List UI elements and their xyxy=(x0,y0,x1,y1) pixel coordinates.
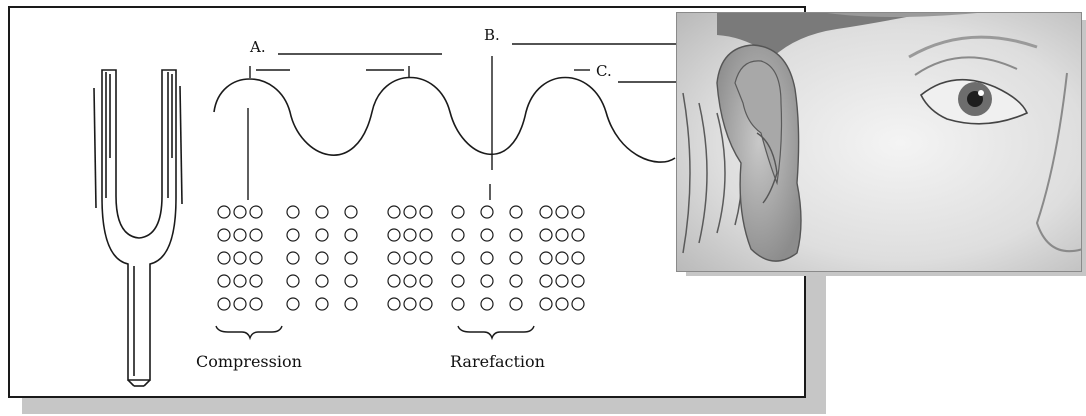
air-particle xyxy=(510,298,522,310)
air-particle xyxy=(556,206,568,218)
air-particle xyxy=(234,298,246,310)
air-particle xyxy=(510,252,522,264)
air-particle xyxy=(316,206,328,218)
air-particle xyxy=(287,229,299,241)
air-particle xyxy=(287,275,299,287)
air-particle xyxy=(218,206,230,218)
air-particle xyxy=(452,206,464,218)
rarefaction-label: Rarefaction xyxy=(450,352,545,371)
label-a: A. xyxy=(250,38,266,56)
air-particle xyxy=(345,252,357,264)
air-particle xyxy=(345,275,357,287)
air-particle xyxy=(404,252,416,264)
air-particle xyxy=(540,298,552,310)
air-particle xyxy=(250,275,262,287)
crest-marker xyxy=(574,70,678,82)
amplitude-marker xyxy=(490,44,678,200)
air-particle xyxy=(404,298,416,310)
air-particle xyxy=(540,229,552,241)
face-drawing xyxy=(677,13,1082,272)
air-particle xyxy=(388,298,400,310)
air-particle xyxy=(572,206,584,218)
air-particle xyxy=(420,298,432,310)
air-particle xyxy=(404,275,416,287)
air-particle xyxy=(452,229,464,241)
rarefaction-brace xyxy=(458,326,534,338)
air-particle xyxy=(250,229,262,241)
air-particle xyxy=(234,252,246,264)
air-particle xyxy=(481,206,493,218)
air-particle xyxy=(572,252,584,264)
air-particle xyxy=(218,298,230,310)
air-particle xyxy=(250,298,262,310)
air-particle xyxy=(316,229,328,241)
air-particle xyxy=(234,275,246,287)
air-particle xyxy=(234,229,246,241)
air-particle xyxy=(287,298,299,310)
air-particle xyxy=(481,275,493,287)
air-particle xyxy=(556,229,568,241)
wavelength-marker xyxy=(250,54,442,78)
air-particle xyxy=(556,252,568,264)
air-particle xyxy=(452,275,464,287)
air-particle xyxy=(510,229,522,241)
label-b: B. xyxy=(484,26,500,44)
air-particle xyxy=(250,252,262,264)
air-particle xyxy=(572,229,584,241)
air-particle xyxy=(234,206,246,218)
tuning-fork-icon xyxy=(94,70,182,386)
air-particle-grid xyxy=(218,206,584,310)
air-particle xyxy=(556,298,568,310)
air-particle xyxy=(388,252,400,264)
air-particle xyxy=(218,229,230,241)
air-particle xyxy=(287,252,299,264)
air-particle xyxy=(510,206,522,218)
compression-label: Compression xyxy=(196,352,302,371)
air-particle xyxy=(540,275,552,287)
air-particle xyxy=(481,298,493,310)
air-particle xyxy=(316,275,328,287)
air-particle xyxy=(316,298,328,310)
air-particle xyxy=(345,298,357,310)
air-particle xyxy=(481,252,493,264)
air-particle xyxy=(540,206,552,218)
air-particle xyxy=(420,252,432,264)
air-particle xyxy=(388,229,400,241)
air-particle xyxy=(388,206,400,218)
air-particle xyxy=(404,206,416,218)
label-c: C. xyxy=(596,62,612,80)
ear-illustration xyxy=(676,12,1082,272)
air-particle xyxy=(316,252,328,264)
air-particle xyxy=(218,275,230,287)
air-particle xyxy=(388,275,400,287)
air-particle xyxy=(404,229,416,241)
air-particle xyxy=(345,206,357,218)
air-particle xyxy=(345,229,357,241)
air-particle xyxy=(452,252,464,264)
air-particle xyxy=(556,275,568,287)
air-particle xyxy=(420,206,432,218)
compression-brace xyxy=(216,326,282,338)
air-particle xyxy=(250,206,262,218)
air-particle xyxy=(481,229,493,241)
air-particle xyxy=(572,298,584,310)
air-particle xyxy=(218,252,230,264)
sound-wave-curve xyxy=(214,78,675,163)
air-particle xyxy=(287,206,299,218)
air-particle xyxy=(452,298,464,310)
air-particle xyxy=(510,275,522,287)
air-particle xyxy=(420,229,432,241)
air-particle xyxy=(572,275,584,287)
air-particle xyxy=(540,252,552,264)
air-particle xyxy=(420,275,432,287)
